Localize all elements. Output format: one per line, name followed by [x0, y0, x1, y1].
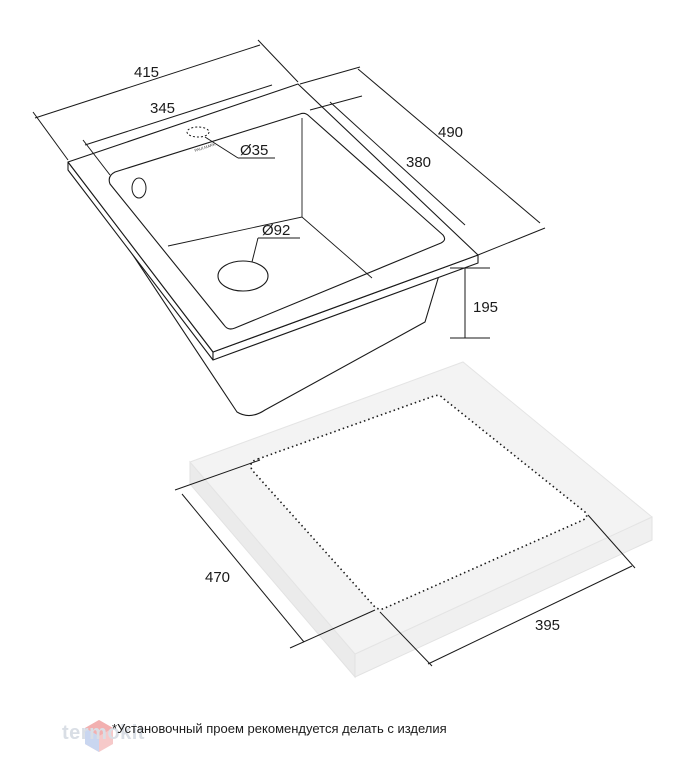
cutout-width-label: 395	[535, 617, 560, 634]
dimension-drain: Ø92	[251, 222, 300, 263]
dimension-470: 470	[174, 459, 376, 649]
bowl-back-wall	[115, 116, 302, 246]
dimension-345: 345	[82, 84, 273, 176]
mixer-hole-marker	[186, 126, 210, 138]
width-inner-label: 345	[150, 100, 175, 117]
dimension-overflow: Ø35	[204, 136, 275, 159]
sink-body: PAULMARK	[67, 83, 479, 417]
cutout-opening	[250, 394, 588, 610]
brand-mark: PAULMARK	[194, 141, 217, 153]
installation-footnote: *Установочный проем рекомендуется делать…	[112, 721, 447, 736]
depth-inner-label: 380	[406, 154, 431, 171]
countertop-slab	[189, 361, 653, 679]
termokit-logo-icon	[85, 720, 113, 752]
overflow-hole-in-bowl	[131, 177, 147, 199]
dimension-195: 195	[450, 267, 498, 339]
watermark-text: termokit	[62, 722, 145, 744]
dimension-380: 380	[309, 95, 466, 226]
overflow-hole-label: Ø35	[240, 142, 268, 159]
bowl-depth-label: 195	[473, 299, 498, 316]
dimension-415: 415	[32, 39, 299, 161]
drain-hole	[217, 260, 269, 292]
drain-hole-label: Ø92	[262, 222, 290, 239]
cutout-depth-label: 470	[205, 569, 230, 586]
dimension-490: 490	[299, 66, 546, 256]
dimension-395: 395	[379, 514, 636, 667]
width-outer-label: 415	[134, 64, 159, 81]
depth-outer-label: 490	[438, 124, 463, 141]
